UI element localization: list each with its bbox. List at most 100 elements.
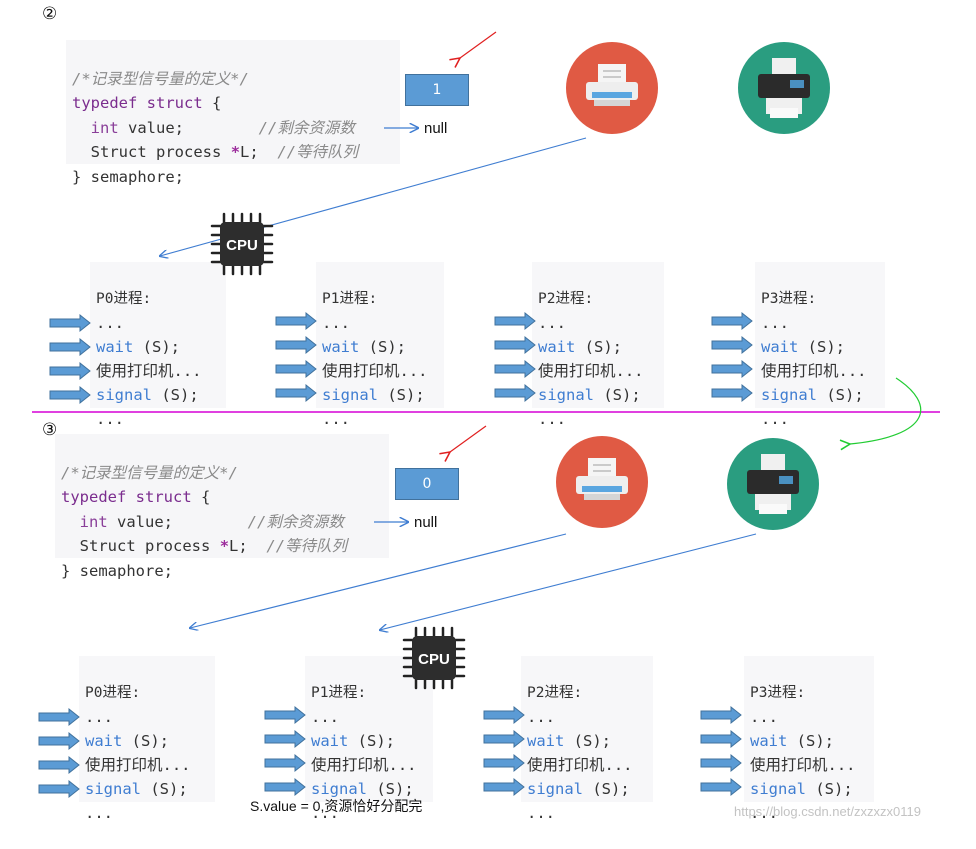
semaphore-value-box-2: 0 <box>395 468 459 500</box>
signal-args: (S); <box>594 386 641 404</box>
code-dots: ... <box>96 314 124 332</box>
diagram-overlay: CPU CPU <box>38 31 922 798</box>
close-semaphore: } semaphore; <box>61 561 173 580</box>
cpu-chip-icon: CPU <box>402 626 466 690</box>
code-dots: ... <box>538 314 566 332</box>
struct-comment-title: /*记录型信号量的定义*/ <box>61 463 238 482</box>
green-transition-arrow <box>850 377 922 444</box>
null-label-1: null <box>424 120 448 137</box>
queue-declaration: L; <box>229 537 248 555</box>
signal-call: signal <box>527 780 583 798</box>
wait-call: wait <box>96 338 134 356</box>
signal-args: (S); <box>367 780 414 798</box>
exec-arrows-p0-top <box>49 314 91 404</box>
signal-call: signal <box>538 386 594 404</box>
process-type: process <box>145 537 211 555</box>
wait-call: wait <box>750 732 788 750</box>
wait-call: wait <box>85 732 123 750</box>
use-printer-line: 使用打印机... <box>538 362 644 380</box>
watermark: https://blog.csdn.net/zxzxzx0119 <box>734 804 921 819</box>
exec-arrows-p0-bottom <box>38 708 80 798</box>
signal-args: (S); <box>152 386 199 404</box>
process-p0-bottom: P0进程: ... wait (S); 使用打印机... signal (S);… <box>79 656 215 822</box>
wait-call: wait <box>538 338 576 356</box>
process-title: P0进程: <box>96 291 152 307</box>
process-title: P2进程: <box>538 291 594 307</box>
cpu-label: CPU <box>226 237 258 254</box>
struct-comment-title: /*记录型信号量的定义*/ <box>72 69 249 88</box>
wait-args: (S); <box>122 732 169 750</box>
signal-call: signal <box>750 780 806 798</box>
int-keyword: int <box>79 512 108 531</box>
exec-arrows-p2-bottom <box>483 706 525 796</box>
signal-args: (S); <box>583 780 630 798</box>
open-brace: { <box>212 94 222 112</box>
wait-args: (S); <box>348 732 395 750</box>
code-dots: ... <box>322 314 350 332</box>
typedef-keyword: typedef <box>72 94 138 112</box>
signal-call: signal <box>322 386 378 404</box>
struct-code-block-2: /*记录型信号量的定义*/ typedef struct { int value… <box>55 434 389 580</box>
close-semaphore: } semaphore; <box>72 167 184 186</box>
process-p0-top: P0进程: ... wait (S); 使用打印机... signal (S);… <box>90 262 226 428</box>
wait-call: wait <box>527 732 565 750</box>
printer-red-icon <box>566 42 658 134</box>
process-p1-bottom: P1进程: ... wait (S); 使用打印机... signal (S);… <box>305 656 433 822</box>
code-dots: ... <box>527 804 555 822</box>
pointer-star: * <box>230 143 241 161</box>
use-printer-line: 使用打印机... <box>311 756 417 774</box>
exec-arrows-p1-bottom <box>264 706 306 796</box>
allocation-note: S.value = 0,资源恰好分配完 <box>250 798 423 814</box>
struct-type: Struct <box>79 537 136 555</box>
red-pointer-arrow-1 <box>460 31 497 58</box>
typedef-keyword: typedef <box>61 488 127 506</box>
step-number-3: ③ <box>42 420 58 440</box>
printer-green-icon <box>738 42 830 134</box>
use-printer-line: 使用打印机... <box>750 756 856 774</box>
process-title: P3进程: <box>750 685 806 701</box>
cpu-label: CPU <box>418 651 450 668</box>
signal-call: signal <box>85 780 141 798</box>
queue-declaration: L; <box>240 143 259 161</box>
wait-args: (S); <box>359 338 406 356</box>
struct-type: Struct <box>90 143 147 161</box>
signal-call: signal <box>761 386 817 404</box>
int-keyword: int <box>90 118 119 137</box>
printer-red-icon <box>556 436 648 528</box>
value-comment: //剩余资源数 <box>258 118 355 137</box>
value-comment: //剩余资源数 <box>247 512 344 531</box>
use-printer-line: 使用打印机... <box>96 362 202 380</box>
wait-args: (S); <box>133 338 180 356</box>
wait-args: (S); <box>564 732 611 750</box>
process-p3-top: P3进程: ... wait (S); 使用打印机... signal (S);… <box>755 262 885 428</box>
exec-arrows-p3-top <box>711 312 753 402</box>
use-printer-line: 使用打印机... <box>322 362 428 380</box>
pointer-star: * <box>219 537 230 555</box>
struct-keyword: struct <box>135 488 192 506</box>
signal-args: (S); <box>806 780 853 798</box>
use-printer-line: 使用打印机... <box>527 756 633 774</box>
signal-args: (S); <box>378 386 425 404</box>
signal-args: (S); <box>141 780 188 798</box>
struct-keyword: struct <box>146 94 203 112</box>
value-declaration: value; <box>128 118 185 137</box>
code-dots: ... <box>311 708 339 726</box>
use-printer-line: 使用打印机... <box>85 756 191 774</box>
null-label-2: null <box>414 514 438 531</box>
wait-args: (S); <box>798 338 845 356</box>
code-dots: ... <box>761 410 789 428</box>
code-dots: ... <box>311 804 339 822</box>
wait-call: wait <box>761 338 799 356</box>
process-p3-bottom: P3进程: ... wait (S); 使用打印机... signal (S);… <box>744 656 874 822</box>
value-declaration: value; <box>117 512 174 531</box>
exec-arrows-p1-top <box>275 312 317 402</box>
process-p2-top: P2进程: ... wait (S); 使用打印机... signal (S);… <box>532 262 664 428</box>
code-dots: ... <box>85 804 113 822</box>
wait-call: wait <box>311 732 349 750</box>
signal-call: signal <box>96 386 152 404</box>
exec-arrows-p2-top <box>494 312 536 402</box>
semaphore-value-box-1: 1 <box>405 74 469 106</box>
process-title: P1进程: <box>322 291 378 307</box>
process-p2-bottom: P2进程: ... wait (S); 使用打印机... signal (S);… <box>521 656 653 822</box>
code-dots: ... <box>322 410 350 428</box>
